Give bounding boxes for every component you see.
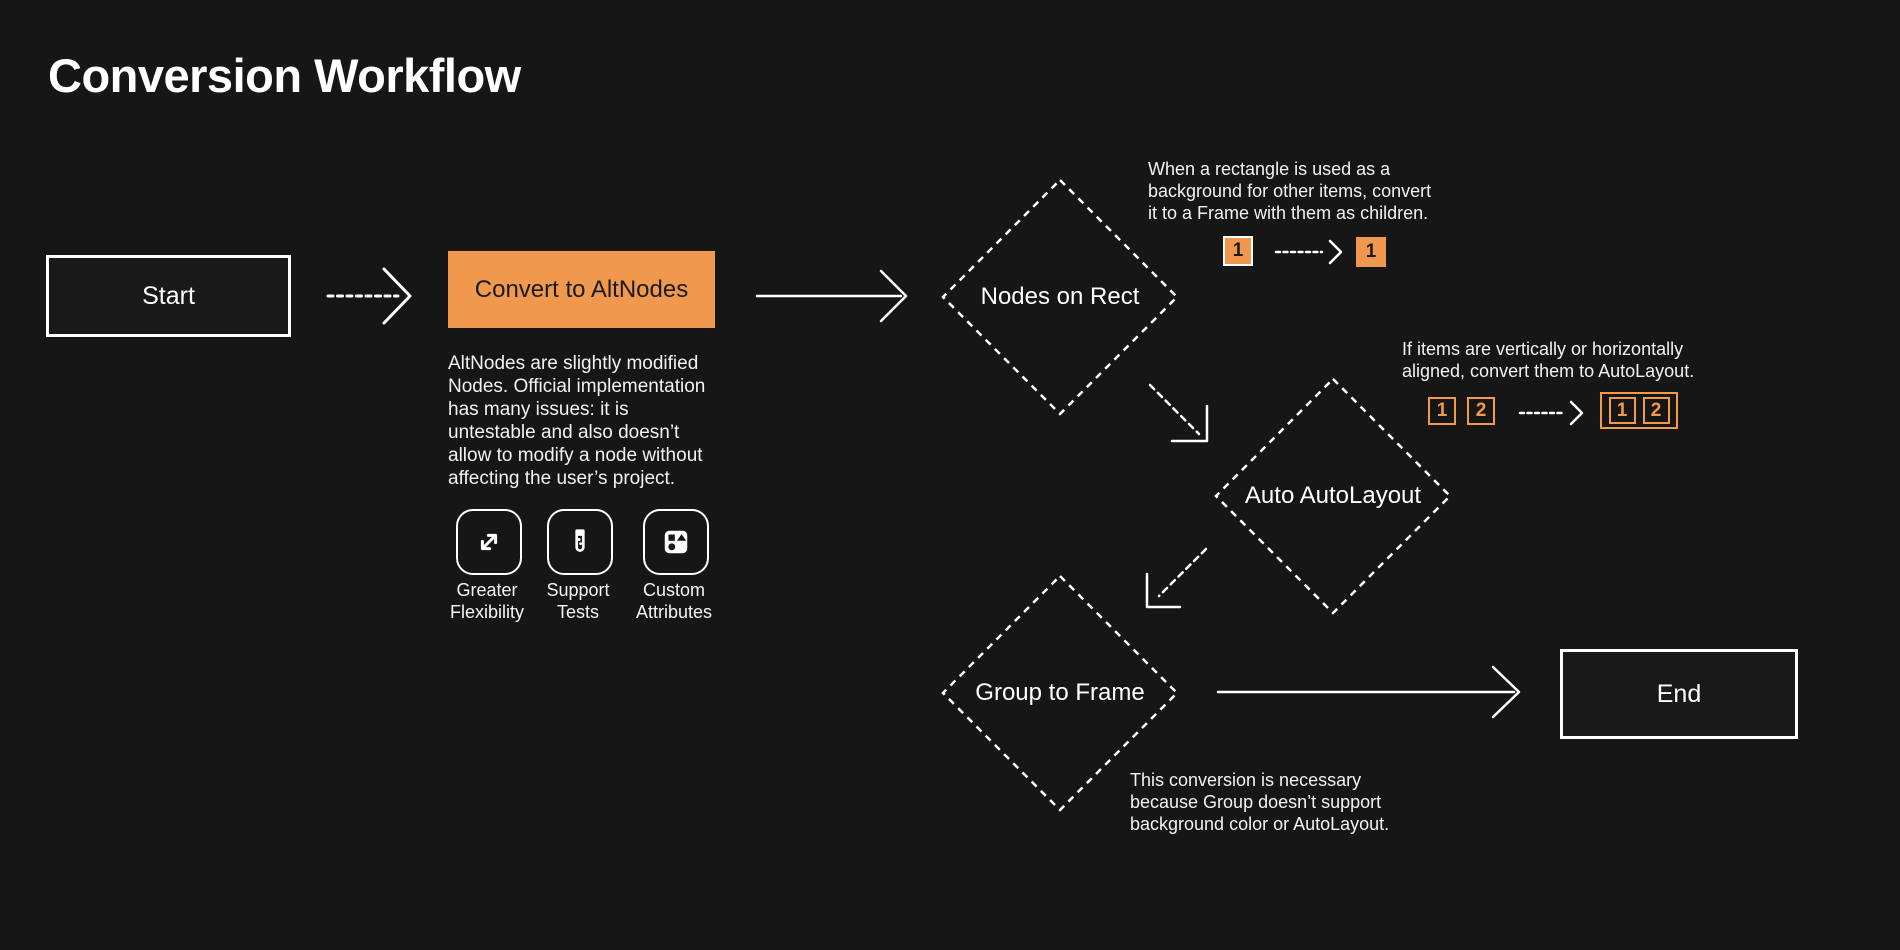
convert-label: Convert to AltNodes	[474, 275, 689, 303]
end-label: End	[1656, 679, 1702, 708]
feature-attributes-label: Custom Attributes	[635, 580, 713, 622]
group-to-frame-label: Group to Frame	[975, 679, 1145, 706]
rect-badge: 1	[1356, 237, 1386, 267]
group-to-frame-note: This conversion is necessary because Gro…	[1130, 770, 1390, 834]
feature-flexibility-label: Greater Flexibility	[449, 580, 524, 622]
auto-autolayout-note: If items are vertically or horizontally …	[1402, 339, 1695, 381]
feature-attributes-box	[643, 509, 709, 575]
item-1-badge: 1	[1428, 397, 1456, 425]
page-title: Conversion Workflow	[48, 49, 521, 102]
test-tube-icon	[562, 524, 598, 560]
nodes-on-rect-label: Nodes on Rect	[980, 283, 1140, 310]
arrow-start-to-convert	[326, 267, 412, 325]
autolayout-group-badge: 1 2	[1600, 392, 1678, 429]
frame-child-badge: 1	[1223, 236, 1253, 266]
expand-arrows-icon	[471, 524, 507, 560]
auto-autolayout-label: Auto AutoLayout	[1244, 482, 1422, 509]
arrow-rect-to-autolayout	[1148, 383, 1209, 443]
nodes-on-rect-note: When a rectangle is used as a background…	[1148, 159, 1432, 223]
shapes-icon	[658, 524, 694, 560]
grouped-item-2-badge: 2	[1642, 397, 1670, 424]
node-convert-to-altnodes: Convert to AltNodes	[448, 251, 715, 328]
altnodes-description: AltNodes are slightly modified Nodes. Of…	[448, 353, 706, 489]
arrow-convert-to-rect	[755, 269, 908, 323]
start-label: Start	[142, 281, 195, 310]
feature-tests-label: Support Tests	[546, 580, 610, 622]
node-start: Start	[46, 255, 291, 337]
arrow-autolayout-to-group	[1145, 547, 1208, 609]
node-end: End	[1560, 649, 1798, 739]
grouped-item-1-badge: 1	[1608, 397, 1636, 424]
arrow-group-to-end	[1216, 665, 1521, 719]
arrow-autolayout-note	[1518, 400, 1584, 426]
arrow-rect-note	[1274, 239, 1343, 265]
feature-tests-box	[547, 509, 613, 575]
item-2-badge: 2	[1467, 397, 1495, 425]
feature-flexibility-box	[456, 509, 522, 575]
